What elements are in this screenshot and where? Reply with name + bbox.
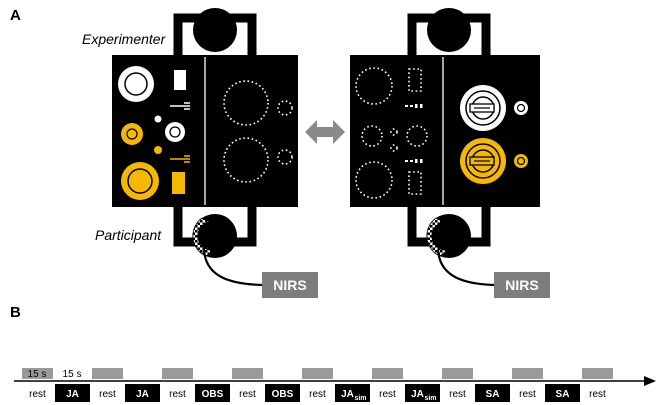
- white-bowl-icon: [165, 122, 185, 142]
- white-cup-icon: [174, 70, 186, 90]
- task-block-label: SA: [556, 389, 570, 400]
- nirs-cable-right: [436, 249, 495, 287]
- yellow-object-stack-icon: [460, 138, 506, 184]
- rest-marker-0: [22, 368, 53, 379]
- rest-block-label: rest: [589, 389, 606, 400]
- white-small-item-icon: [154, 115, 162, 123]
- task-block-label: JA: [66, 389, 79, 400]
- rest-block-label: rest: [29, 389, 46, 400]
- nirs-cap-icon-right: [426, 217, 449, 257]
- right-setup: NIRS: [350, 8, 550, 298]
- task-block-7: [265, 384, 300, 402]
- nirs-cable: [202, 249, 263, 287]
- nirs-label-right: NIRS: [505, 277, 538, 293]
- rest-marker-10: [372, 368, 403, 379]
- rest-block-label: rest: [449, 389, 466, 400]
- experimenter-label: Experimenter: [82, 31, 167, 47]
- right-table: [350, 55, 540, 207]
- swap-double-arrow-icon: [305, 120, 345, 144]
- yellow-plate-icon: [121, 162, 159, 200]
- task-block-label: JA: [341, 389, 354, 400]
- yellow-small-item-icon-right: [514, 154, 528, 168]
- nirs-cap-icon: [192, 217, 215, 257]
- yellow-fork-icon: [170, 155, 190, 163]
- panel-b-label: B: [10, 304, 21, 321]
- right-target-positions: [355, 67, 422, 199]
- rest-block-label: rest: [99, 389, 116, 400]
- left-target-positions: [223, 80, 293, 183]
- yellow-cup-icon: [172, 172, 185, 194]
- experimenter-head-icon: [193, 8, 237, 52]
- task-block-label: JA: [136, 389, 149, 400]
- rest-block-label: rest: [379, 389, 396, 400]
- rest-block-label: rest: [309, 389, 326, 400]
- white-small-item-icon-right: [514, 101, 528, 115]
- task-block-3: [125, 384, 160, 402]
- white-fork-icon: [170, 102, 190, 110]
- nirs-label-left: NIRS: [273, 277, 306, 293]
- nirs-box-right: [494, 272, 550, 298]
- task-block-label: JA: [411, 389, 424, 400]
- task-block-label: SA: [486, 389, 500, 400]
- rest-block-label: rest: [519, 389, 536, 400]
- rest-marker-6: [232, 368, 263, 379]
- task-block-5: [195, 384, 230, 402]
- white-object-stack-icon: [460, 85, 506, 131]
- task-block-9: [335, 384, 370, 402]
- rest-marker-2: [92, 368, 123, 379]
- timeline-arrowhead-icon: [644, 376, 656, 386]
- rest-block-label: rest: [169, 389, 186, 400]
- rest-marker-12: [442, 368, 473, 379]
- nirs-box-left: [262, 272, 318, 298]
- rest-marker-8: [302, 368, 333, 379]
- task-duration-label: 15 s: [63, 369, 82, 380]
- rest-block-label: rest: [239, 389, 256, 400]
- rest-duration-label: 15 s: [28, 369, 47, 380]
- dotted-fork-icons: [405, 104, 423, 163]
- task-block-subscript: sim: [354, 395, 366, 402]
- yellow-bowl-icon: [121, 123, 143, 145]
- panel-a-label: A: [10, 7, 21, 24]
- participant-head-icon-right: [427, 214, 471, 258]
- experimenter-head-icon-right: [427, 8, 471, 52]
- left-setup: NIRS: [112, 8, 318, 298]
- white-plate-icon: [118, 66, 154, 102]
- task-block-1: [55, 384, 90, 402]
- task-block-label: OBS: [272, 389, 294, 400]
- yellow-small-item-icon: [154, 146, 162, 154]
- rest-marker-4: [162, 368, 193, 379]
- task-block-subscript: sim: [424, 395, 436, 402]
- rest-marker-16: [582, 368, 613, 379]
- task-block-11: [405, 384, 440, 402]
- participant-label: Participant: [95, 227, 162, 243]
- task-block-13: [475, 384, 510, 402]
- task-block-label: OBS: [202, 389, 224, 400]
- rest-marker-14: [512, 368, 543, 379]
- task-block-15: [545, 384, 580, 402]
- participant-head-icon: [193, 214, 237, 258]
